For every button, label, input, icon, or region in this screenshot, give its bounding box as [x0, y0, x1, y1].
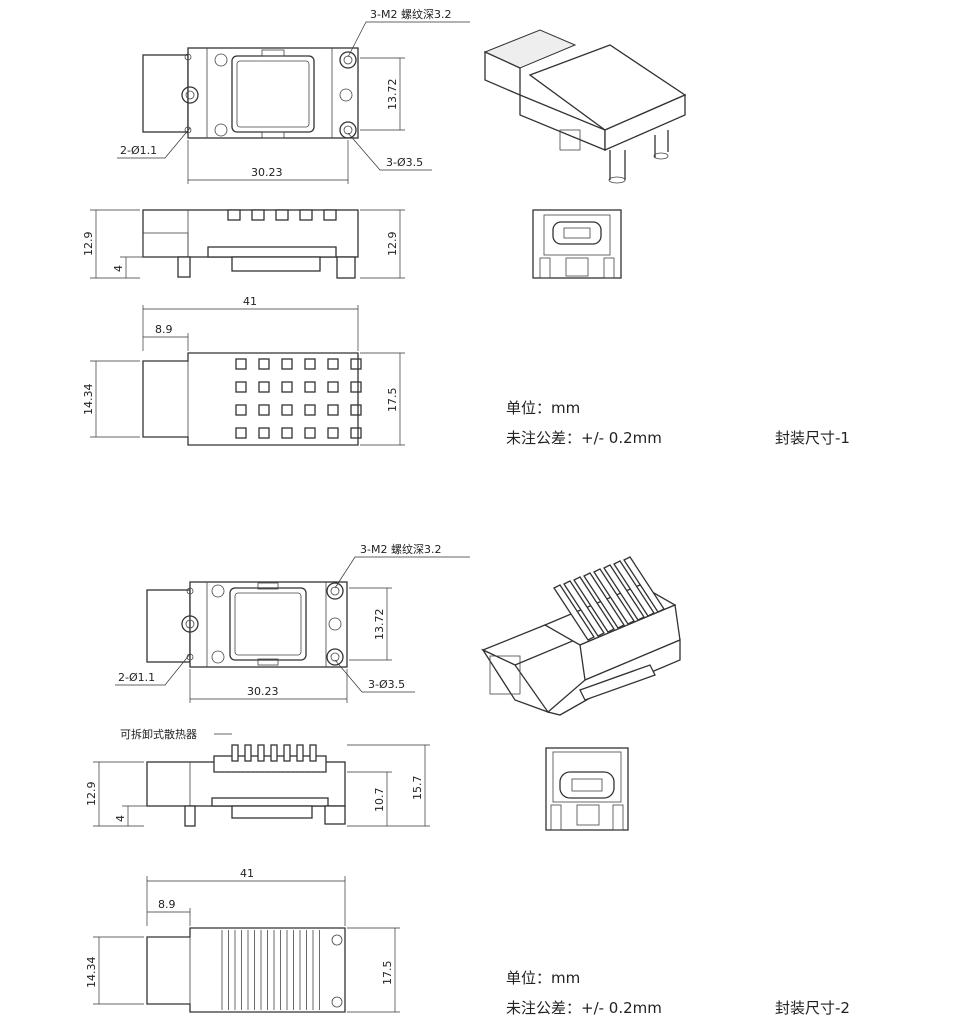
- heatsink-fin: [603, 564, 645, 621]
- pkg1-hole-large-label: 3-Ø3.5: [386, 156, 423, 169]
- pkg2-caption: 封装尺寸-2: [775, 999, 850, 1017]
- pkg2-height-label: 13.72: [373, 609, 386, 641]
- heatsink-fin: [270, 744, 278, 762]
- pkg2-front-view: [545, 747, 629, 831]
- pkg1-bottom-view: [90, 305, 405, 446]
- pkg2-side-view: 可拆卸式散热器: [93, 727, 430, 827]
- pin-square: [350, 427, 362, 439]
- pkg2-side-right-label: 15.7: [411, 776, 424, 801]
- pin-square: [304, 427, 316, 439]
- pkg2-heatsink-note: 可拆卸式散热器: [120, 727, 197, 741]
- pkg1-side-small-label: 4: [112, 265, 125, 272]
- heatsink-fin: [257, 744, 265, 762]
- pkg2-thread-note: 3-M2 螺纹深3.2: [360, 542, 441, 556]
- pin-square: [258, 381, 270, 393]
- pkg1-front-view: [532, 209, 622, 279]
- pkg1-tolerance-note: 未注公差：+/- 0.2mm: [506, 429, 662, 447]
- pkg2-top-view: [115, 556, 470, 703]
- pin-square: [350, 358, 362, 370]
- pkg2-side-mid-label: 10.7: [373, 788, 386, 813]
- pin-square: [281, 427, 293, 439]
- pin-square: [235, 358, 247, 370]
- pin-square: [304, 358, 316, 370]
- pkg1-caption: 封装尺寸-1: [775, 429, 850, 447]
- pin-square: [327, 404, 339, 416]
- pin-square: [235, 404, 247, 416]
- pkg1-side-right-label: 12.9: [386, 232, 399, 257]
- pkg1-hole-small-label: 2-Ø1.1: [120, 144, 157, 157]
- pkg2-tolerance-note: 未注公差：+/- 0.2mm: [506, 999, 662, 1017]
- pin-square: [304, 381, 316, 393]
- pkg1-width-label: 30.23: [251, 166, 283, 179]
- pkg2-hole-small-label: 2-Ø1.1: [118, 671, 155, 684]
- heatsink-fin: [623, 556, 665, 613]
- pkg2-left-label: 14.34: [85, 957, 98, 989]
- pin-square: [327, 381, 339, 393]
- heatsink-fin: [563, 580, 605, 637]
- heatsink-fin: [283, 744, 291, 762]
- pin-square: [350, 404, 362, 416]
- pkg1-top-view: [117, 21, 470, 184]
- heatsink-fin: [553, 584, 595, 641]
- heatsink-fin: [583, 572, 625, 629]
- pkg1-nose-label: 8.9: [155, 323, 173, 336]
- pkg2-side-small-label: 4: [114, 815, 127, 822]
- pkg1-length-label: 41: [243, 295, 257, 308]
- heatsink-fin: [296, 744, 304, 762]
- pkg2-isometric-view: [481, 556, 681, 716]
- heatsink-fin: [573, 576, 615, 633]
- pkg1-left-label: 14.34: [82, 384, 95, 416]
- pin-square: [281, 381, 293, 393]
- heatsink-fin: [613, 560, 655, 617]
- pin-square: [327, 358, 339, 370]
- heatsink-fin: [309, 744, 317, 762]
- pkg2-width-label: 30.23: [247, 685, 279, 698]
- heatsink-fin: [244, 744, 252, 762]
- pkg2-bottom-view: [93, 876, 400, 1013]
- pin-square: [304, 404, 316, 416]
- pkg1-height-label: 13.72: [386, 79, 399, 111]
- pkg2-length-label: 41: [240, 867, 254, 880]
- pin-square: [327, 427, 339, 439]
- pkg1-right-label: 17.5: [386, 388, 399, 413]
- pin-square: [258, 404, 270, 416]
- pkg2-nose-label: 8.9: [158, 898, 176, 911]
- pkg2-side-left-label: 12.9: [85, 782, 98, 807]
- heatsink-fin: [231, 744, 239, 762]
- pin-square: [350, 381, 362, 393]
- pin-square: [258, 358, 270, 370]
- pin-square: [281, 358, 293, 370]
- pin-square: [281, 404, 293, 416]
- pkg1-thread-note: 3-M2 螺纹深3.2: [370, 7, 451, 21]
- heatsink-fin: [593, 568, 635, 625]
- pkg2-hole-large-label: 3-Ø3.5: [368, 678, 405, 691]
- pkg1-isometric-view: [483, 29, 687, 184]
- pin-square: [235, 427, 247, 439]
- pkg1-unit-note: 单位：mm: [506, 399, 581, 417]
- pkg2-right-label: 17.5: [381, 961, 394, 986]
- pkg2-unit-note: 单位：mm: [506, 969, 581, 987]
- pkg1-side-view: [90, 209, 405, 279]
- pin-square: [235, 381, 247, 393]
- pkg1-side-left-label: 12.9: [82, 232, 95, 257]
- pin-square: [258, 427, 270, 439]
